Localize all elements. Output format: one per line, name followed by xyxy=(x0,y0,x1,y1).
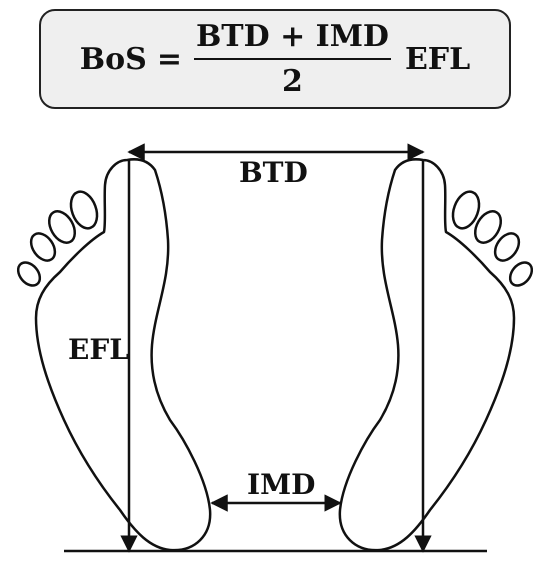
right-foot-toe-2 xyxy=(451,190,481,230)
formula-fraction: BTD + IMD 2 xyxy=(193,19,391,99)
formula-equals: = xyxy=(156,41,182,77)
bos-formula: BoS = BTD + IMD 2 EFL xyxy=(41,11,509,107)
right-foot-sole xyxy=(338,158,516,552)
left-foot-toe-3 xyxy=(47,210,77,244)
right-foot-toe-5 xyxy=(508,261,534,287)
left-foot-toe-4 xyxy=(29,232,57,262)
left-foot xyxy=(16,158,212,552)
left-foot-toe-2 xyxy=(69,190,99,230)
efl-label: EFL xyxy=(68,333,129,366)
right-foot-toe-4 xyxy=(493,232,521,262)
formula-lhs: BoS xyxy=(79,41,147,77)
left-foot-sole xyxy=(34,158,212,552)
right-foot-toe-3 xyxy=(473,210,503,244)
formula-numerator: BTD + IMD xyxy=(193,19,391,60)
imd-label: IMD xyxy=(247,468,316,501)
btd-label: BTD xyxy=(239,156,308,189)
formula-factor: EFL xyxy=(404,41,471,77)
formula-box: BoS = BTD + IMD 2 EFL xyxy=(39,9,511,109)
right-foot xyxy=(338,158,534,552)
formula-denominator: 2 xyxy=(282,64,303,99)
left-foot-toe-5 xyxy=(16,261,42,287)
